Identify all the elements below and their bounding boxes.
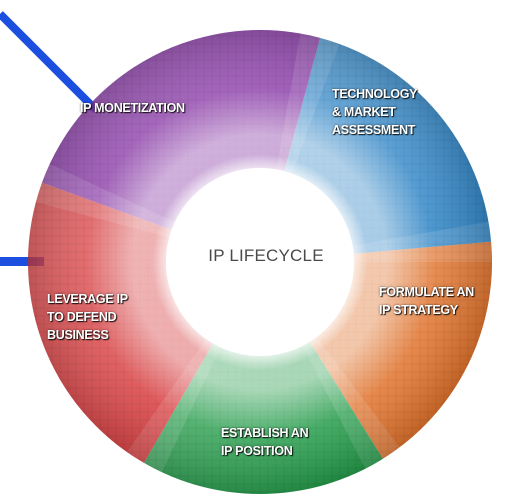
label-line: IP POSITION xyxy=(221,444,293,458)
label-leverage-ip-defend-business: LEVERAGE IP TO DEFEND BUSINESS xyxy=(47,290,128,344)
center-hole xyxy=(166,168,354,356)
label-line: TO DEFEND xyxy=(47,310,117,324)
label-technology-market-assessment: TECHNOLOGY & MARKET ASSESSMENT xyxy=(332,85,418,139)
label-establish-ip-position: ESTABLISH AN IP POSITION xyxy=(221,424,309,460)
label-ip-monetization: IP MONETIZATION xyxy=(80,99,185,117)
label-line: TECHNOLOGY xyxy=(332,87,418,101)
label-line: LEVERAGE IP xyxy=(47,292,128,306)
label-formulate-ip-strategy: FORMULATE AN IP STRATEGY xyxy=(379,283,474,319)
label-line: ESTABLISH AN xyxy=(221,426,309,440)
label-line: IP STRATEGY xyxy=(379,303,458,317)
label-line: BUSINESS xyxy=(47,328,109,342)
label-line: IP MONETIZATION xyxy=(80,101,185,115)
diagram-title: IP LIFECYCLE xyxy=(208,246,324,265)
connector-line-top xyxy=(0,11,99,113)
label-line: FORMULATE AN xyxy=(379,285,474,299)
label-line: ASSESSMENT xyxy=(332,123,416,137)
label-line: & MARKET xyxy=(332,105,396,119)
connector-line-left xyxy=(0,257,44,266)
